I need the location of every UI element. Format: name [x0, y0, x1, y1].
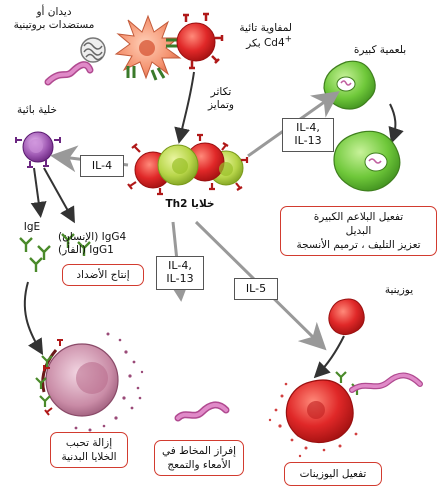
- igg-label: (الإنسان) IgG4(الفأر) IgG1: [58, 231, 127, 256]
- arrow-bcell-to-igg: [43, 167, 75, 224]
- arrow-macrophage-activation: [388, 103, 404, 144]
- intestinal-worm-icon: [174, 401, 230, 422]
- cytokine-il4-il13-mid: IL-4,IL-13: [156, 256, 204, 290]
- ige-label: IgE: [23, 221, 41, 233]
- mast-cell: [35, 332, 144, 432]
- macrophage-activated: [333, 130, 401, 192]
- macrophage-effects-box: تفعيل البلاعم الكبيرة البديل تعزيز التلي…: [280, 206, 437, 256]
- arrow-bcell-to-ige: [30, 167, 47, 218]
- th2-label: Th2 خلايا: [165, 198, 215, 210]
- th2-cell-cluster: [127, 133, 249, 196]
- cytokine-il4-left: IL-4: [80, 155, 124, 177]
- ige-antibody-icons: [19, 237, 51, 272]
- macrophage-top: [323, 60, 376, 110]
- protein-antigen-icon: [80, 37, 106, 63]
- igg-antibody-icons: [61, 233, 91, 256]
- cytokine-il5: IL-5: [234, 278, 278, 300]
- arrow-eosinophil-activation: [313, 335, 345, 379]
- eosinophil-activation-box: تفعيل اليوزينات: [284, 462, 382, 486]
- macrophage-label: بلعمية كبيرة: [353, 44, 407, 56]
- naive-t-cell: [176, 12, 224, 70]
- eosinophil-activated: [268, 371, 423, 458]
- b-cell: [15, 131, 61, 168]
- arrow-proliferation: [174, 71, 195, 144]
- eosinophil-label: يوزينية: [384, 284, 414, 296]
- arrow-ige-to-mast-cell: [23, 281, 44, 356]
- antibody-production-box: إنتاج الأضداد: [62, 264, 144, 286]
- b-cell-label: خلية بائية: [17, 104, 57, 116]
- worm-icon: [44, 61, 94, 86]
- eosinophil-resting: [328, 298, 365, 336]
- dendritic-cell: [114, 14, 182, 80]
- cytokine-il4-il13-top: IL-4,IL-13: [282, 118, 334, 152]
